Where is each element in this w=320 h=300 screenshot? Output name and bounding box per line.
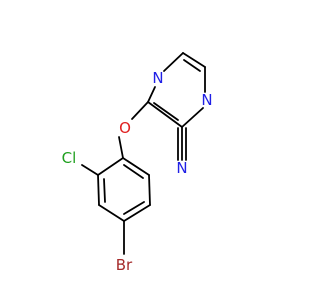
atom-br: Br [116,256,133,274]
nitrile-bonds [177,126,187,161]
bond-c3-c4 [98,204,125,222]
pyrazine-ring-bonds [147,52,206,128]
ether-bonds [118,101,149,159]
chemical-structure: N N N O Cl Br [62,52,213,274]
atom-n-pyrazine-right: N [201,91,212,109]
bond-c2-c3 [147,101,183,128]
atom-o-ether: O [119,119,131,137]
bond-c6-c1 [122,157,150,176]
bond-c5-c6 [148,174,151,206]
bond-c3-n4 [147,86,156,103]
bond-c3-o [131,101,149,120]
bond-c2-cl [81,164,99,176]
bond-c4-c5-inner [123,201,145,215]
bond-c2-c3-inner [103,178,106,203]
bond-c1-c2 [97,157,124,176]
bond-c2-c3 [97,174,100,206]
atom-n-nitrile: N [176,159,187,177]
bond-c5-c6-inner [183,59,201,72]
bond-c5-c6 [182,52,206,68]
bond-c4-c5 [123,204,151,222]
atom-n-pyrazine-top: N [152,69,163,87]
bond-n4-c5 [163,52,184,72]
bond-n1-c2 [181,107,204,128]
bond-c6-c1-inner [123,164,144,179]
atom-cl: Cl [62,149,77,167]
phenyl-ring-bonds [97,157,151,222]
bond-o-c1prime [118,136,124,159]
bond-c2-c3-inner [153,102,179,121]
